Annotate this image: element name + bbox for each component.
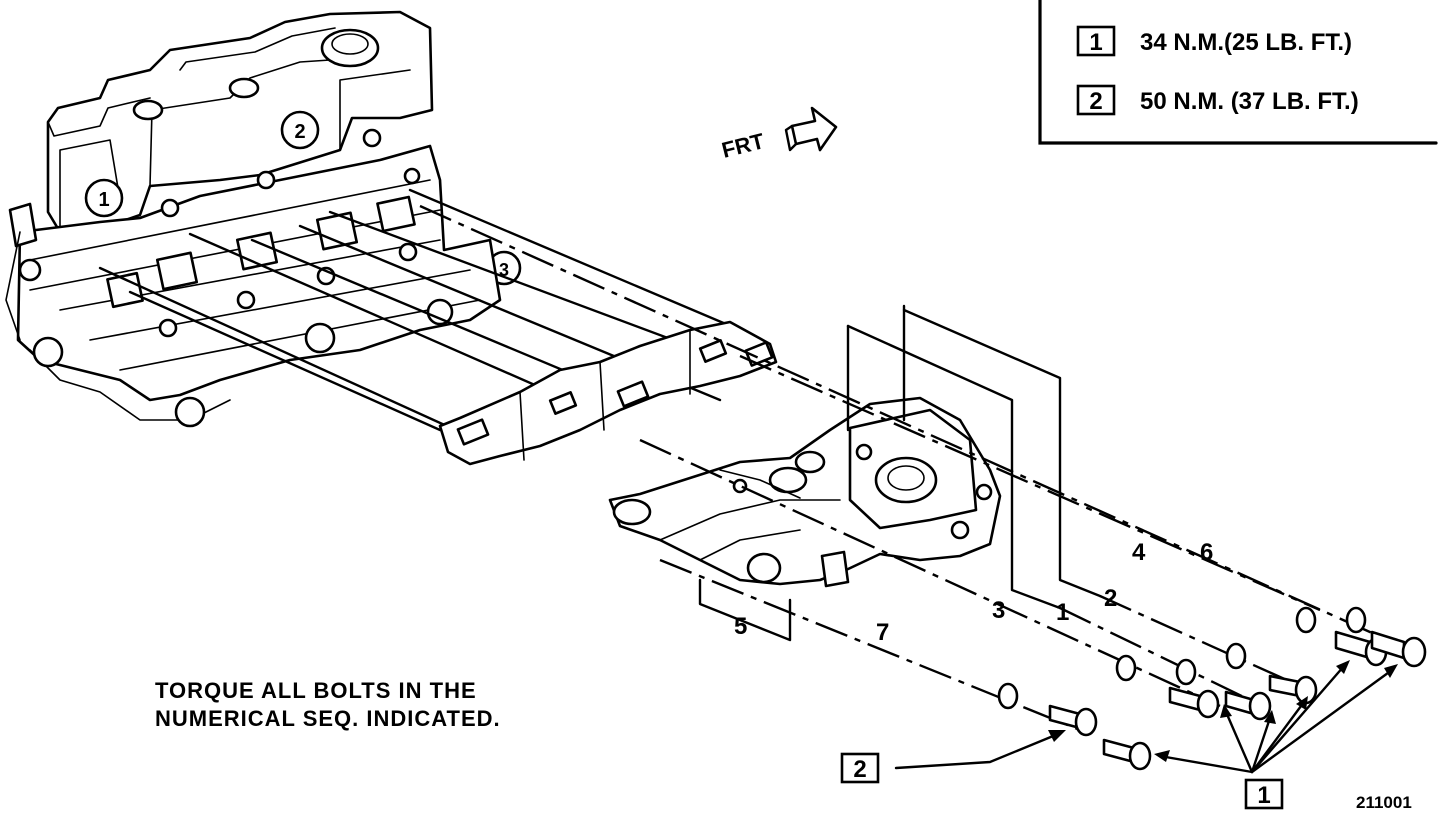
- washer: [1175, 658, 1197, 686]
- arrow-head-icon: [1296, 696, 1308, 710]
- front-direction-indicator: FRT: [719, 106, 838, 163]
- legend-key-1: 1: [1089, 29, 1102, 56]
- sequence-labels: 1 2 3 4 5 6 7: [734, 539, 1213, 646]
- bolt: [1224, 690, 1272, 721]
- arrow-head-icon: [1048, 730, 1066, 742]
- washer: [997, 682, 1019, 710]
- seq-label-5: 5: [734, 613, 747, 640]
- arrow-head-icon: [1220, 704, 1232, 718]
- callout-torque-1: 1: [1154, 660, 1398, 810]
- engine-cylinder-head: 1 2 3: [5, 10, 522, 428]
- note-line-1: TORQUE ALL BOLTS IN THE: [155, 678, 477, 703]
- torque-legend: 1 34 N.M.(25 LB. FT.) 2 50 N.M. (37 LB. …: [1038, 0, 1438, 145]
- legend-value-1: 34 N.M.(25 LB. FT.): [1140, 29, 1352, 56]
- arrow-head-icon: [1264, 710, 1276, 724]
- figure-id: 211001: [1356, 793, 1412, 812]
- bolt: [1168, 686, 1220, 719]
- legend-value-2: 50 N.M. (37 LB. FT.): [1140, 88, 1359, 115]
- bolt: [1370, 630, 1427, 668]
- bolt: [1048, 704, 1098, 737]
- legend-item-1: 1 34 N.M.(25 LB. FT.): [1076, 25, 1352, 57]
- bolts-and-washers: [997, 606, 1427, 771]
- seq-label-1: 1: [1056, 599, 1069, 626]
- seq-label-2: 2: [1104, 585, 1117, 612]
- exhaust-manifold: [608, 396, 1002, 588]
- washer: [1295, 606, 1317, 634]
- seq-label-6: 6: [1200, 539, 1213, 566]
- washer: [1115, 654, 1137, 682]
- bolt: [1268, 674, 1318, 705]
- seq-label-3: 3: [992, 597, 1005, 624]
- bolt-sequence-lines: [419, 204, 1411, 732]
- legend-key-2: 2: [1089, 88, 1102, 115]
- note-line-2: NUMERICAL SEQ. INDICATED.: [155, 706, 501, 731]
- front-arrow-icon: [784, 106, 838, 152]
- callout-2-label: 2: [853, 756, 866, 783]
- callout-1-label: 1: [1257, 782, 1270, 809]
- seq-label-7: 7: [876, 619, 889, 646]
- head-mark-1: 1: [98, 189, 109, 211]
- frt-label: FRT: [719, 128, 767, 163]
- bolt: [1102, 738, 1152, 771]
- arrow-head-icon: [1336, 660, 1350, 674]
- seq-label-4: 4: [1132, 539, 1146, 566]
- manifold-gasket: [438, 320, 778, 466]
- torque-note: TORQUE ALL BOLTS IN THE NUMERICAL SEQ. I…: [155, 678, 501, 731]
- arrow-head-icon: [1154, 750, 1170, 762]
- legend-item-2: 2 50 N.M. (37 LB. FT.): [1076, 84, 1359, 116]
- head-mark-3: 3: [499, 260, 509, 280]
- arrow-head-icon: [1384, 664, 1398, 678]
- head-mark-2: 2: [294, 121, 305, 143]
- callout-torque-2: 2: [840, 730, 1066, 784]
- washer: [1225, 642, 1247, 670]
- washer: [1345, 606, 1367, 634]
